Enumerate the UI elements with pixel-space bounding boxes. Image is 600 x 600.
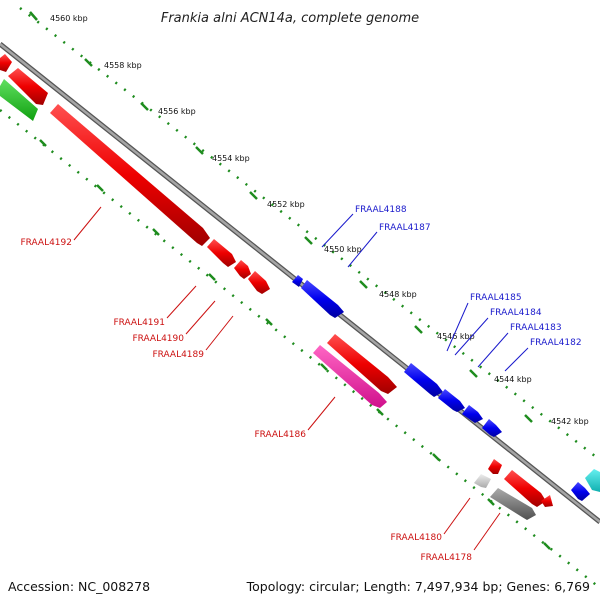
- scale-label-4542: 4542 kbp: [551, 417, 589, 426]
- label-fraal4191[interactable]: FRAAL4191: [113, 318, 165, 328]
- label-fraal4180[interactable]: FRAAL4180: [390, 533, 442, 543]
- label-fraal4190[interactable]: FRAAL4190: [132, 334, 184, 344]
- map-title: Frankia alni ACN14a, complete genome: [161, 11, 419, 26]
- gene-fraal4188[interactable]: [292, 275, 303, 287]
- gene-pink[interactable]: [313, 345, 387, 408]
- label-fraal4183[interactable]: FRAAL4183: [510, 323, 562, 333]
- gene-green-edge[interactable]: [0, 79, 38, 121]
- gene-fraal4184[interactable]: [438, 389, 465, 412]
- scale-label-4560: 4560 kbp: [50, 14, 88, 23]
- scale-label-4548: 4548 kbp: [379, 290, 417, 299]
- label-fraal4184[interactable]: FRAAL4184: [490, 308, 542, 318]
- scale-label-4544: 4544 kbp: [494, 375, 532, 384]
- gene-fraal4191[interactable]: [207, 239, 236, 267]
- scale-label-4550: 4550 kbp: [324, 245, 362, 254]
- gene-red-tiny[interactable]: [541, 495, 553, 507]
- gene-fraal4182[interactable]: [482, 419, 502, 437]
- gene-red-small-2[interactable]: [488, 459, 502, 474]
- outer-scale-track: [19, 7, 600, 461]
- reverse-genes: [0, 54, 553, 520]
- gene-blue-edge[interactable]: [571, 482, 590, 501]
- gene-fraal4186[interactable]: [327, 334, 397, 394]
- scale-label-4558: 4558 kbp: [104, 61, 142, 70]
- label-fraal4188[interactable]: FRAAL4188: [355, 205, 407, 215]
- accession-text: Accession: NC_008278: [8, 579, 151, 594]
- gene-fraal4178[interactable]: [490, 488, 536, 520]
- forward-leaders: [321, 213, 529, 372]
- scale-label-4546: 4546 kbp: [437, 332, 475, 341]
- gene-cyan-edge[interactable]: [585, 469, 600, 492]
- gene-fraal4190[interactable]: [234, 260, 251, 279]
- gene-red-edge-top[interactable]: [0, 54, 12, 72]
- gene-red-medium[interactable]: [504, 470, 546, 507]
- label-fraal4185[interactable]: FRAAL4185: [470, 293, 522, 303]
- gene-fraal4187[interactable]: [301, 280, 344, 318]
- label-fraal4178[interactable]: FRAAL4178: [420, 553, 472, 563]
- gene-fraal4189[interactable]: [248, 271, 270, 294]
- reverse-leaders: [73, 206, 501, 551]
- label-fraal4187[interactable]: FRAAL4187: [379, 223, 431, 233]
- label-fraal4182[interactable]: FRAAL4182: [530, 338, 582, 348]
- scale-label-4556: 4556 kbp: [158, 107, 196, 116]
- gene-red-small-1[interactable]: [8, 68, 48, 105]
- gene-fraal4183[interactable]: [462, 405, 483, 423]
- topology-text: Topology: circular; Length: 7,497,934 bp…: [246, 579, 590, 594]
- label-fraal4192[interactable]: FRAAL4192: [20, 238, 72, 248]
- scale-label-4552: 4552 kbp: [267, 200, 305, 209]
- scale-label-4554: 4554 kbp: [212, 154, 250, 163]
- gene-fraal4180[interactable]: [474, 474, 491, 488]
- forward-genes: [292, 275, 600, 501]
- gene-fraal4192[interactable]: [50, 104, 210, 246]
- label-fraal4186[interactable]: FRAAL4186: [254, 430, 306, 440]
- inner-scale-track: [0, 109, 600, 589]
- scale-ticks: [29, 11, 551, 550]
- gene-fraal4185[interactable]: [404, 363, 443, 397]
- label-fraal4189[interactable]: FRAAL4189: [152, 350, 204, 360]
